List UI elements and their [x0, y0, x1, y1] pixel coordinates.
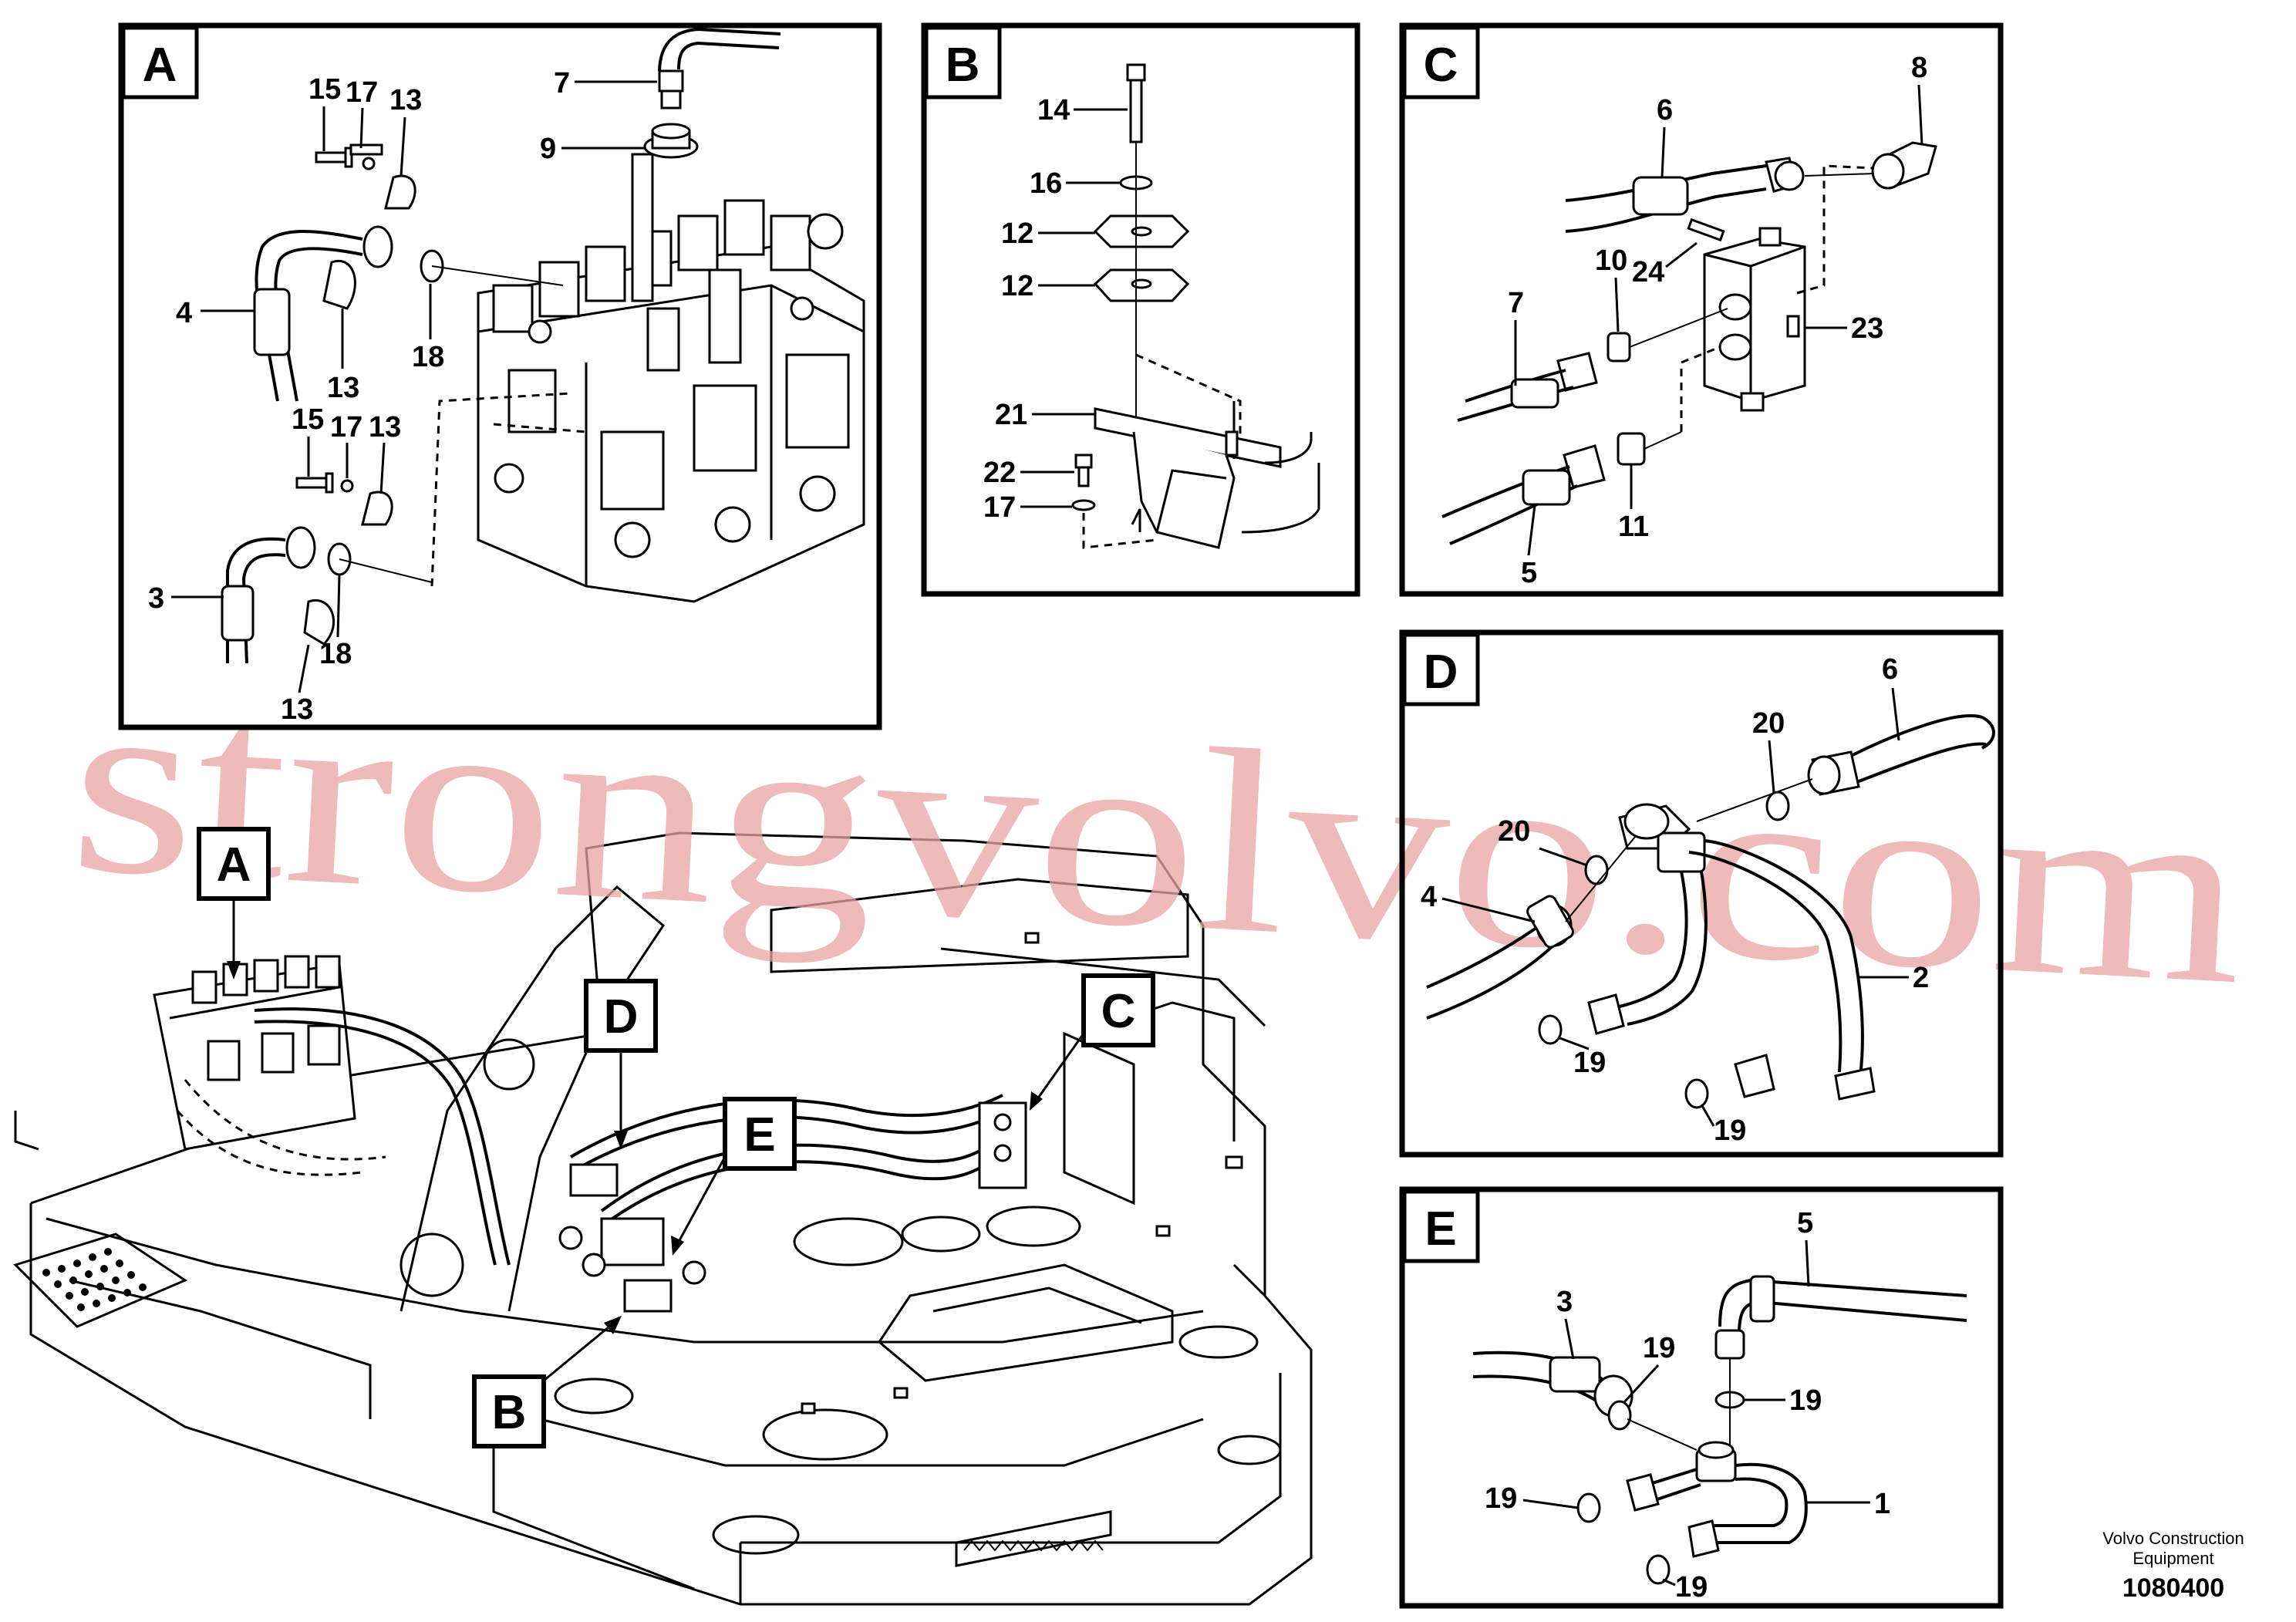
- overview-label-A: A: [197, 827, 271, 980]
- overview-shuttle-valve: [978, 1101, 1027, 1189]
- callout-A-7: 7: [554, 67, 570, 99]
- overview-label-C: C: [1030, 973, 1155, 1111]
- company-name-line1: Volvo Construction: [2102, 1529, 2244, 1548]
- callout-A-9: 9: [540, 133, 556, 165]
- callout-A-13d: 13: [281, 693, 313, 726]
- callout-C-6: 6: [1657, 94, 1673, 126]
- callout-B-17: 17: [983, 491, 1016, 524]
- callout-B-21: 21: [995, 399, 1027, 431]
- callout-E-19b: 19: [1789, 1384, 1822, 1417]
- svg-text:A: A: [217, 838, 251, 892]
- callout-A-17a: 17: [346, 76, 378, 109]
- overview-machine-drawing: [13, 831, 1313, 1606]
- callout-D-4: 4: [1421, 881, 1437, 913]
- callout-A-13a: 13: [389, 84, 422, 116]
- callout-D-19b: 19: [1714, 1114, 1746, 1147]
- callout-D-6: 6: [1882, 653, 1898, 686]
- svg-text:E: E: [1424, 1202, 1456, 1256]
- callout-E-5: 5: [1797, 1207, 1813, 1239]
- callout-B-22: 22: [983, 457, 1016, 489]
- callout-E-3: 3: [1556, 1286, 1573, 1318]
- svg-text:B: B: [492, 1386, 527, 1439]
- svg-text:D: D: [604, 990, 639, 1044]
- callout-C-7: 7: [1508, 287, 1524, 319]
- svg-text:E: E: [743, 1108, 775, 1162]
- callout-E-19c: 19: [1485, 1482, 1517, 1515]
- callout-E-1: 1: [1874, 1488, 1890, 1520]
- svg-text:B: B: [946, 39, 980, 92]
- company-name-line2: Equipment: [2132, 1549, 2213, 1568]
- panel-E: E 5 3 19 19 19: [1399, 1186, 2004, 1609]
- overview-label-B: B: [472, 1316, 622, 1448]
- callout-A-15b: 15: [292, 403, 324, 436]
- callout-C-11: 11: [1618, 511, 1649, 543]
- callout-E-19a: 19: [1643, 1332, 1675, 1364]
- callout-D-2: 2: [1913, 962, 1929, 994]
- overview-label-D: D: [584, 979, 658, 1149]
- callout-E-19d: 19: [1675, 1571, 1708, 1603]
- svg-text:C: C: [1101, 985, 1136, 1038]
- callout-C-24: 24: [1632, 256, 1664, 288]
- overview-control-valve: [153, 955, 386, 1176]
- overview-fittings: [558, 1163, 706, 1313]
- callout-A-3: 3: [148, 582, 164, 615]
- callout-B-12a: 12: [1001, 218, 1033, 250]
- drawing-number: 1080400: [2122, 1573, 2224, 1603]
- callout-B-16: 16: [1030, 167, 1062, 200]
- callout-A-18b: 18: [319, 638, 352, 670]
- callout-A-17b: 17: [330, 411, 362, 443]
- callout-C-10: 10: [1595, 244, 1627, 277]
- callout-B-14: 14: [1037, 94, 1070, 126]
- callout-A-4: 4: [176, 297, 192, 329]
- svg-text:A: A: [143, 39, 177, 92]
- control-valve-block: [477, 153, 865, 603]
- step-grid: [42, 1248, 147, 1311]
- callout-A-15a: 15: [308, 73, 341, 106]
- title-block: Volvo Construction Equipment 1080400: [2102, 1529, 2244, 1603]
- callout-C-5: 5: [1521, 557, 1537, 589]
- panel-B: B 14 16 12 12: [921, 22, 1360, 597]
- overview-label-E: E: [671, 1097, 797, 1256]
- panel-A: A: [118, 22, 882, 730]
- callout-D-20a: 20: [1752, 707, 1785, 740]
- callout-B-12b: 12: [1001, 270, 1033, 302]
- svg-text:C: C: [1424, 39, 1458, 92]
- callout-A-13b: 13: [327, 372, 359, 404]
- callout-C-23: 23: [1851, 312, 1883, 345]
- panel-D: D 6 20 20: [1399, 629, 2004, 1158]
- callout-A-18a: 18: [412, 341, 444, 373]
- svg-text:D: D: [1424, 646, 1458, 699]
- panel-C: C: [1399, 22, 2004, 597]
- callout-C-8: 8: [1911, 52, 1927, 84]
- callout-A-13c: 13: [369, 411, 401, 443]
- callout-D-19a: 19: [1573, 1047, 1606, 1079]
- callout-D-20b: 20: [1498, 815, 1530, 848]
